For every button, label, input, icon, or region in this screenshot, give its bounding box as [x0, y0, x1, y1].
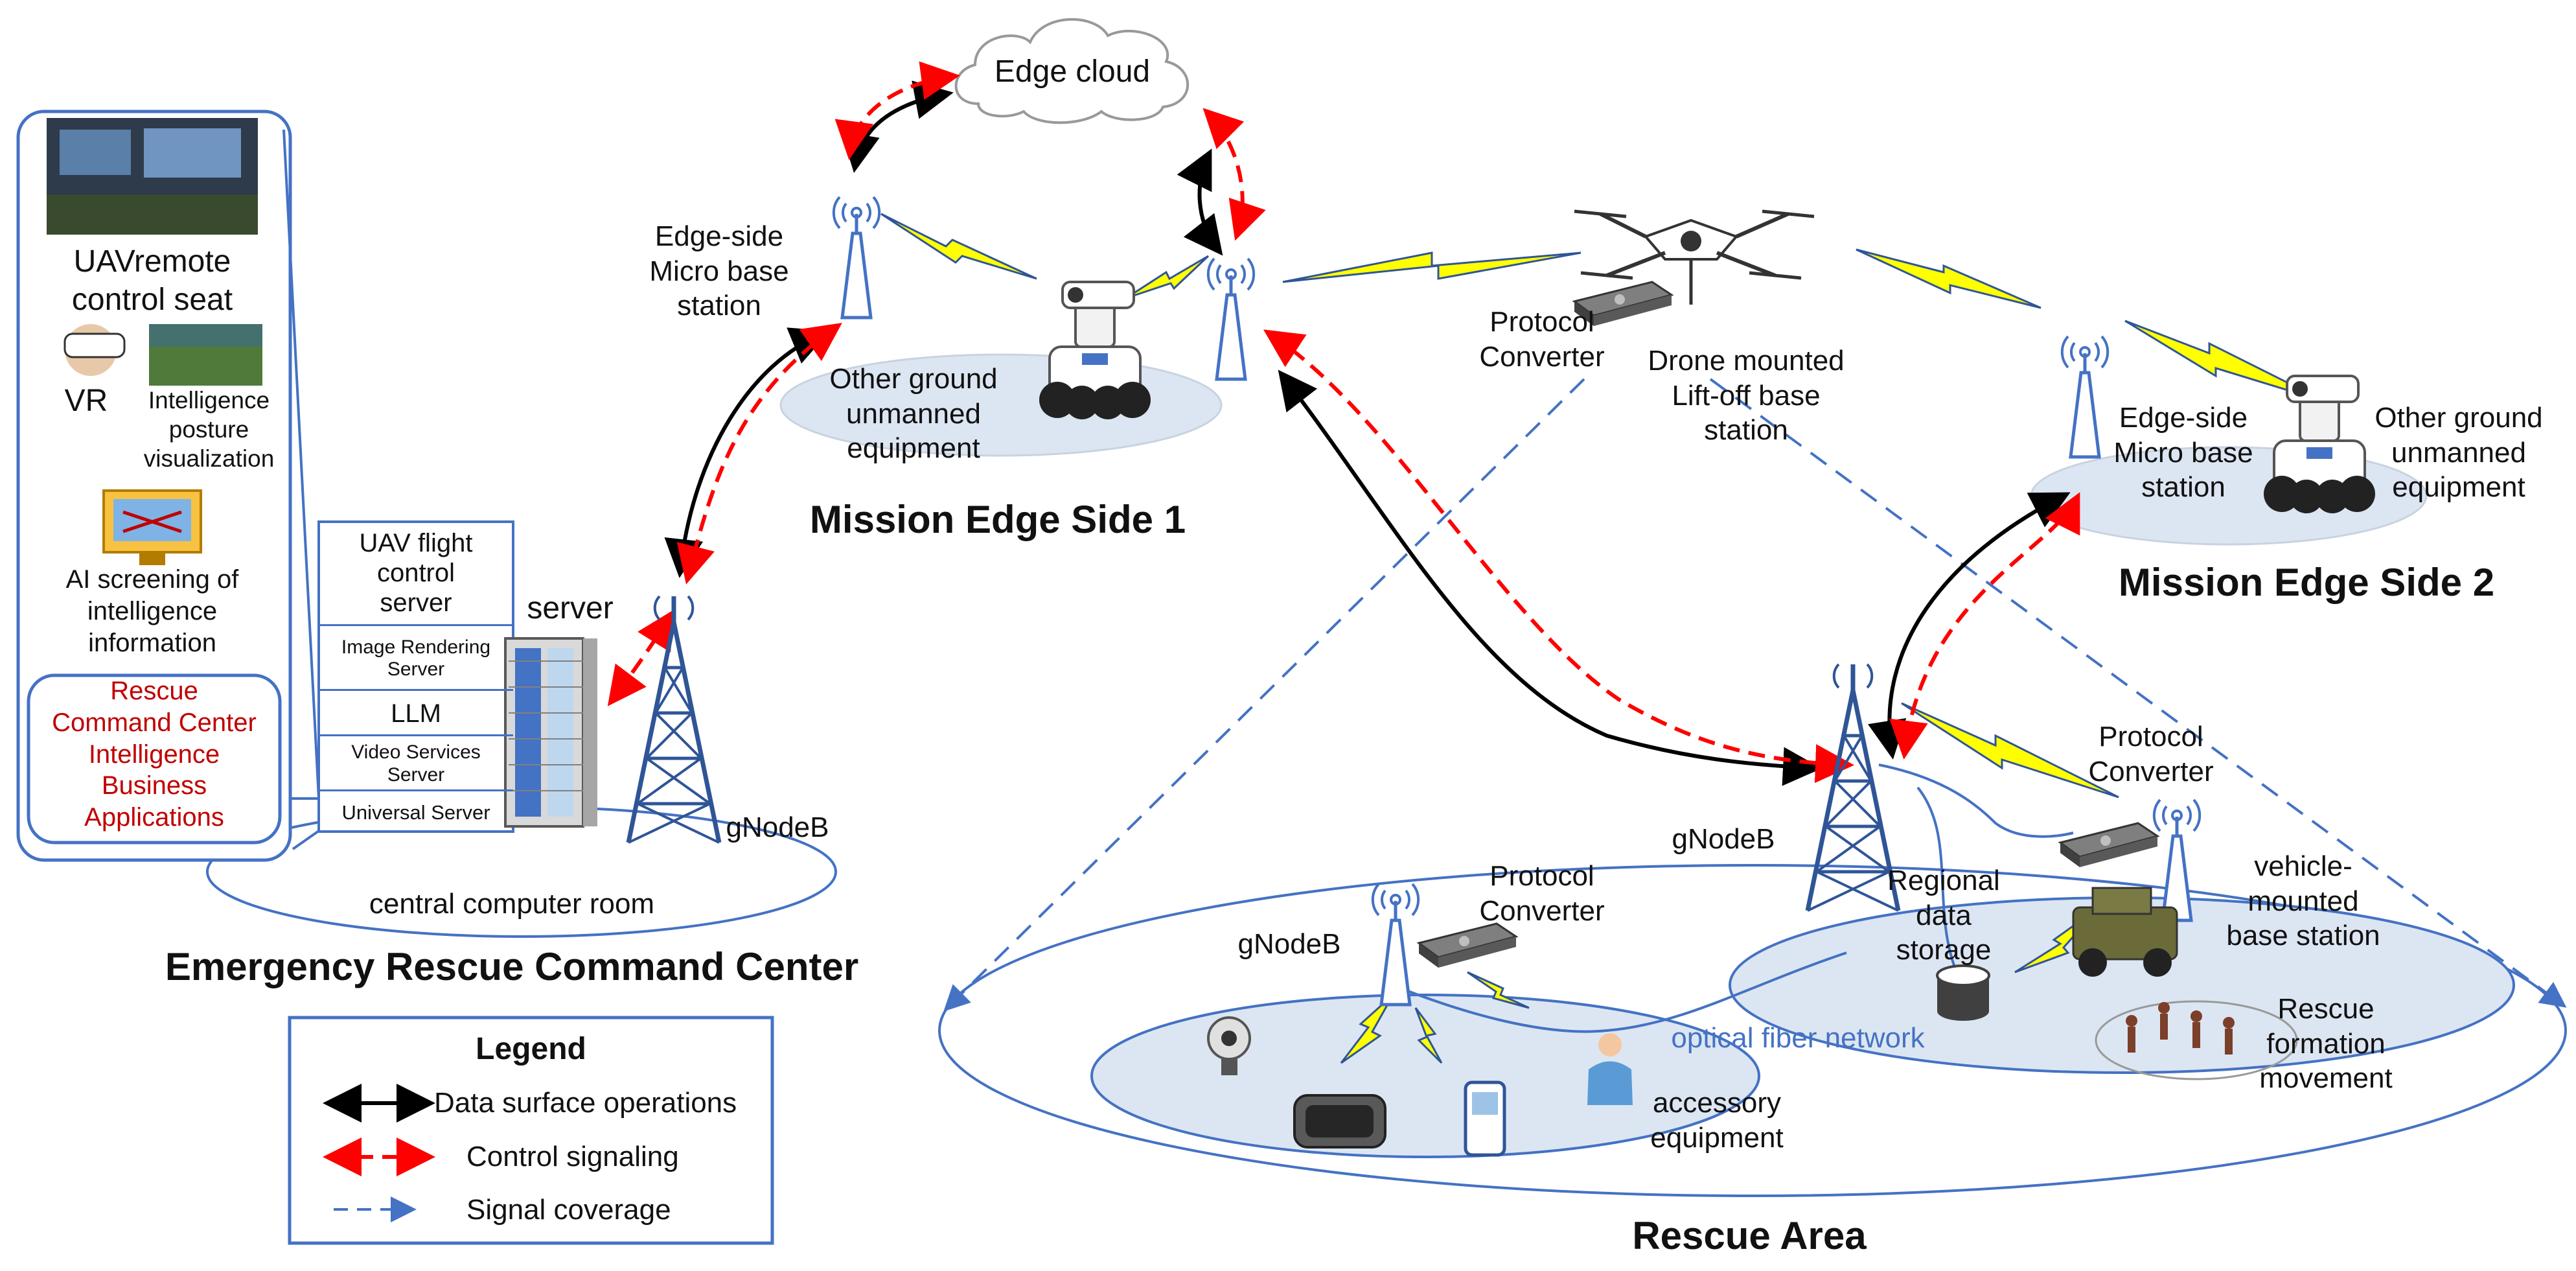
server-llm: LLM	[319, 689, 513, 736]
edge-cloud-label: Edge cloud	[994, 54, 1151, 89]
uav-remote-seat-label: UAVremote control seat	[71, 244, 233, 317]
handheld-terminal-icon	[1464, 1080, 1506, 1157]
regional-storage-label: Regional data storage	[1887, 865, 2000, 966]
military-vehicle-icon	[2072, 887, 2178, 977]
edge2-ground-equipment-label: Other ground unmanned equipment	[2375, 402, 2543, 504]
rescue-apps-label: Rescue Command Center Intelligence Busin…	[52, 677, 257, 832]
rescue-small-gnodeb-label: gNodeB	[1237, 928, 1341, 960]
accessory-equipment-label: accessory equipment	[1650, 1087, 1784, 1154]
server-label: server	[527, 591, 614, 625]
server-video-services: Video Services Server	[319, 734, 513, 791]
legend-signal-coverage: Signal coverage	[466, 1194, 671, 1226]
legend-data-surface: Data surface operations	[434, 1087, 737, 1119]
drone-base-station-label: Drone mounted Lift-off base station	[1648, 345, 1845, 447]
data-storage-icon	[1936, 964, 1990, 1021]
drone-protocol-converter-label: Protocol Converter	[1479, 306, 1605, 373]
edge1-ground-equipment-label: Other ground unmanned equipment	[829, 363, 998, 465]
command-center-title: Emergency Rescue Command Center	[165, 945, 859, 988]
legend-title: Legend	[476, 1032, 586, 1066]
ai-screening-label: AI screening of intelligence information	[65, 565, 239, 657]
central-room-label: central computer room	[369, 888, 655, 920]
optical-fiber-label: optical fiber network	[1671, 1022, 1925, 1054]
edge1-micro-station-label: Edge-side Micro base station	[649, 220, 789, 322]
rescue-formation-label: Rescue formation movement	[2259, 993, 2393, 1095]
center-gnodeb-label: gNodeB	[726, 811, 829, 843]
rescue-personnel-icon	[2126, 1002, 2235, 1055]
rescue-protocol-converter-left-label: Protocol Converter	[1479, 860, 1605, 927]
mission-edge-2-title: Mission Edge Side 2	[2118, 561, 2495, 604]
vr-label: VR	[64, 384, 108, 418]
legend-control-signaling: Control signaling	[466, 1141, 679, 1172]
server-image-rendering: Image Rendering Server	[319, 624, 513, 691]
edge2-micro-station-label: Edge-side Micro base station	[2113, 402, 2253, 504]
posture-visualization-label: Intelligence posture visualization	[143, 387, 275, 472]
camera-icon	[1207, 1016, 1251, 1075]
mission-edge-1-title: Mission Edge Side 1	[809, 498, 1186, 541]
person-icon	[1587, 1033, 1633, 1105]
vehicle-base-station-label: vehicle- mounted base station	[2226, 850, 2380, 952]
server-universal: Universal Server	[319, 789, 513, 834]
rescue-protocol-converter-right-label: Protocol Converter	[2088, 721, 2214, 787]
rescue-gnodeb-label: gNodeB	[1672, 823, 1775, 855]
vr-headset-icon	[1293, 1094, 1386, 1149]
server-uav-flight-control: UAV flight control server	[359, 529, 473, 617]
drone-icon	[1574, 209, 1815, 305]
rescue-area-title: Rescue Area	[1632, 1214, 1867, 1257]
